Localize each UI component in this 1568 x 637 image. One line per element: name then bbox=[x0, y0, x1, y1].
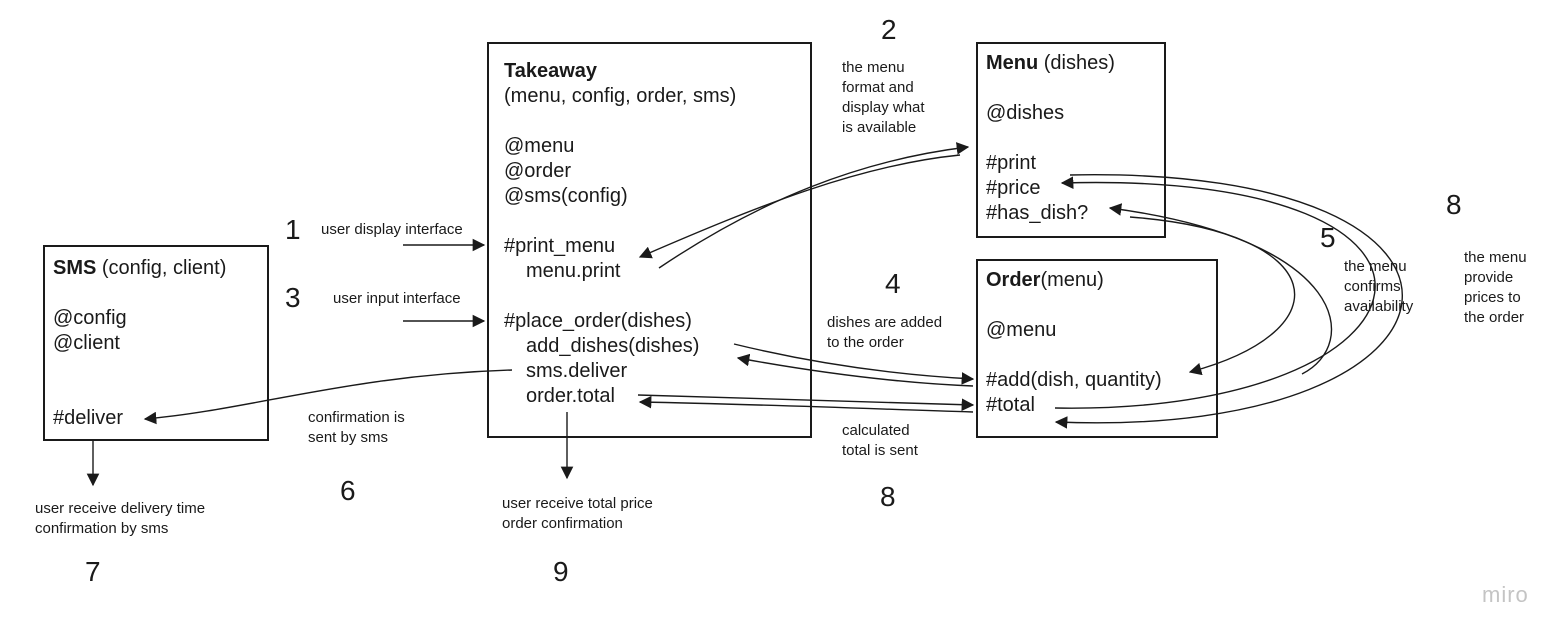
note-line: order confirmation bbox=[502, 515, 623, 532]
order-class-params: (menu) bbox=[1040, 269, 1104, 291]
takeaway-call: add_dishes(dishes) bbox=[526, 335, 700, 357]
note-line: the menu bbox=[1344, 258, 1407, 275]
note-line: user receive delivery time bbox=[35, 500, 206, 517]
step-number-2: 2 bbox=[881, 14, 897, 45]
step-number-8-prices: 8 bbox=[1446, 189, 1462, 220]
note-dishes-added: dishes are added to the order bbox=[827, 313, 942, 353]
note-line: to the order bbox=[827, 334, 904, 351]
note-line: confirmation by sms bbox=[35, 520, 169, 537]
order-method: #total bbox=[986, 394, 1035, 416]
note-line: prices to bbox=[1464, 289, 1521, 306]
note-line: user receive total price bbox=[502, 495, 653, 512]
note-line: format and bbox=[842, 79, 914, 96]
note-line: the menu bbox=[842, 59, 905, 76]
menu-class-header: Menu (dishes) bbox=[986, 51, 1115, 76]
note-line: confirms bbox=[1344, 278, 1401, 295]
step-number-1: 1 bbox=[285, 214, 301, 245]
sms-class-header: SMS (config, client) bbox=[53, 256, 226, 281]
menu-method: #print bbox=[986, 152, 1037, 174]
note-line: total is sent bbox=[842, 442, 918, 459]
menu-class-title: Menu bbox=[986, 52, 1039, 74]
menu-method: #price bbox=[986, 177, 1041, 199]
arrow-to-takeaway-total bbox=[638, 395, 974, 413]
step-number-6: 6 bbox=[340, 475, 356, 506]
arrow-to-has-dish bbox=[1108, 203, 1333, 375]
note-menu-provide-prices: the menu provide prices to the order bbox=[1464, 248, 1527, 328]
note-line: dishes are added bbox=[827, 314, 943, 331]
arrow-to-order-add-5 bbox=[1129, 216, 1296, 376]
arrow-to-order-total bbox=[637, 394, 975, 411]
note-menu-format: the menu format and display what is avai… bbox=[842, 58, 925, 138]
note-confirmation-sms: confirmation is sent by sms bbox=[308, 408, 405, 448]
sms-class-params: (config, client) bbox=[96, 257, 227, 279]
takeaway-attr: @sms(config) bbox=[504, 185, 628, 207]
takeaway-call: menu.print bbox=[526, 260, 621, 282]
menu-class-params: (dishes) bbox=[1038, 52, 1115, 74]
arrow-to-order-total-8 bbox=[1054, 174, 1403, 429]
takeaway-class-box: Takeaway (menu, config, order, sms) @men… bbox=[487, 42, 812, 438]
note-line: availability bbox=[1344, 298, 1414, 315]
note-user-receive-delivery: user receive delivery time confirmation … bbox=[35, 499, 205, 539]
sms-attr: @config bbox=[53, 307, 127, 329]
step-number-9: 9 bbox=[553, 556, 569, 587]
note-user-input-interface: user input interface bbox=[333, 290, 461, 307]
step-number-7: 7 bbox=[85, 556, 101, 587]
sms-class-title: SMS bbox=[53, 257, 97, 279]
order-class-box: Order(menu) @menu #add(dish, quantity) #… bbox=[976, 259, 1218, 438]
note-line: the menu bbox=[1464, 249, 1527, 266]
takeaway-call: sms.deliver bbox=[526, 360, 628, 382]
order-attr: @menu bbox=[986, 319, 1057, 341]
arrow-to-price bbox=[1054, 176, 1376, 409]
note-line: the order bbox=[1464, 309, 1525, 326]
menu-class-box: Menu (dishes) @dishes #print #price #has… bbox=[976, 42, 1166, 238]
order-class-header: Order(menu) bbox=[986, 268, 1104, 293]
step-number-5: 5 bbox=[1320, 222, 1336, 253]
note-user-receive-total: user receive total price order confirmat… bbox=[502, 494, 653, 534]
step-number-8-total: 8 bbox=[880, 481, 896, 512]
order-method: #add(dish, quantity) bbox=[986, 369, 1162, 391]
takeaway-method: #place_order(dishes) bbox=[504, 310, 692, 332]
menu-attr: @dishes bbox=[986, 102, 1065, 124]
order-class-title: Order bbox=[986, 269, 1041, 291]
note-total-sent: calculated total is sent bbox=[842, 421, 918, 461]
step-number-4: 4 bbox=[885, 268, 901, 299]
arrow-to-order-add bbox=[733, 343, 975, 385]
step-number-3: 3 bbox=[285, 282, 301, 313]
takeaway-class-title: Takeaway bbox=[504, 59, 597, 84]
note-menu-confirms: the menu confirms availability bbox=[1344, 257, 1413, 317]
note-user-display-interface: user display interface bbox=[321, 221, 463, 238]
takeaway-title-text: Takeaway bbox=[504, 60, 598, 82]
arrow-to-print-menu bbox=[638, 154, 961, 259]
sms-attr: @client bbox=[53, 332, 120, 354]
note-line: display what bbox=[842, 99, 925, 116]
takeaway-call: order.total bbox=[526, 385, 615, 407]
arrow-to-add-dishes bbox=[736, 353, 974, 387]
note-line: confirmation is bbox=[308, 409, 405, 426]
takeaway-method: #print_menu bbox=[504, 235, 616, 257]
arrow-sms-deliver bbox=[143, 369, 513, 425]
sms-class-box: SMS (config, client) @config @client #de… bbox=[43, 245, 269, 441]
note-line: sent by sms bbox=[308, 429, 389, 446]
takeaway-attr: @order bbox=[504, 160, 571, 182]
sms-method: #deliver bbox=[53, 407, 124, 429]
note-line: provide bbox=[1464, 269, 1514, 286]
note-line: calculated bbox=[842, 422, 910, 439]
takeaway-attr: @menu bbox=[504, 135, 575, 157]
note-line: is available bbox=[842, 119, 917, 136]
miro-watermark: miro bbox=[1482, 582, 1529, 607]
takeaway-class-params: (menu, config, order, sms) bbox=[504, 85, 737, 107]
menu-method: #has_dish? bbox=[986, 202, 1089, 224]
